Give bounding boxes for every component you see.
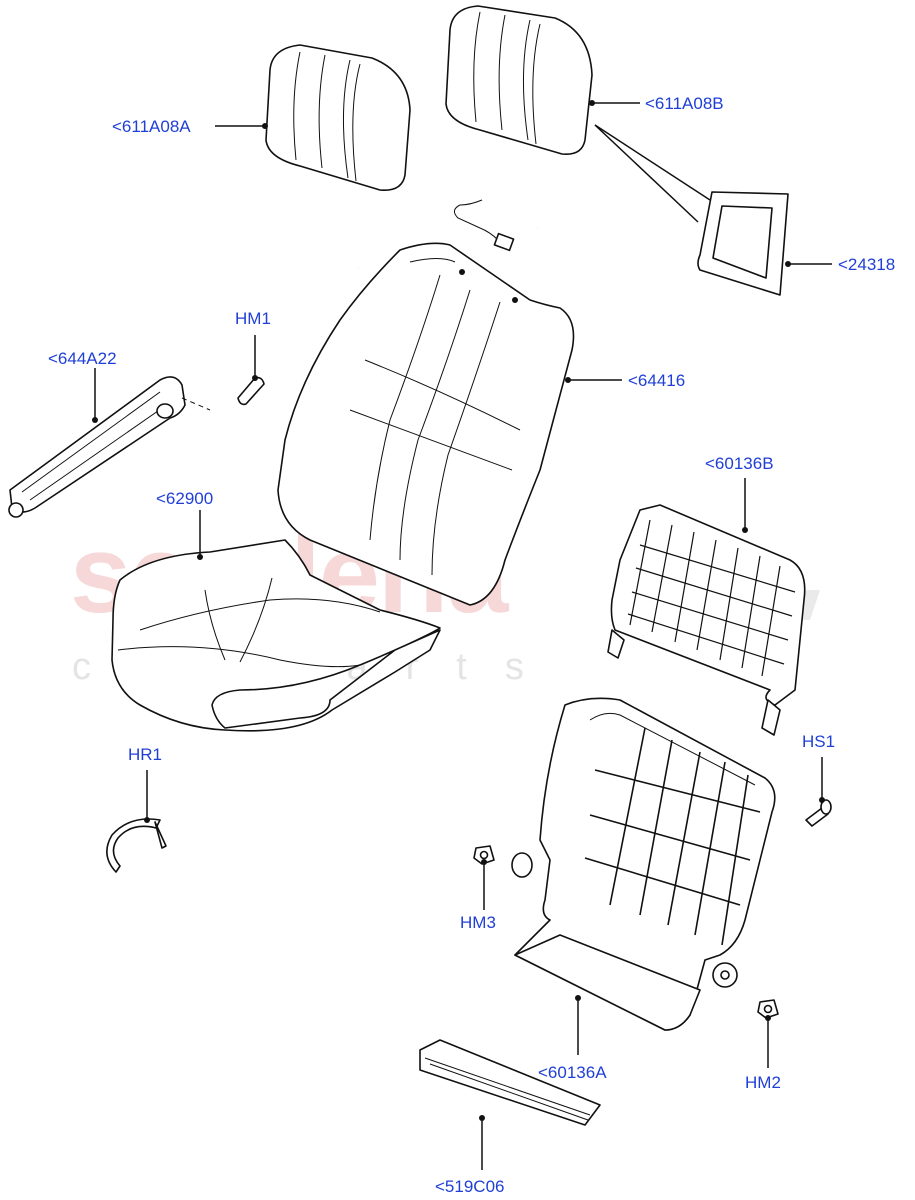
headrest-screen [697,191,789,296]
callout-hm2[interactable]: HM2 [745,1073,781,1092]
callout-hr1[interactable]: HR1 [128,745,163,764]
backrest-cover [277,242,575,606]
callout-519c06[interactable]: <519C06 [435,1177,505,1196]
callout-hs1[interactable]: HS1 [802,732,836,751]
hm3-nut [473,845,495,865]
hs1-screw [805,799,832,827]
headrest-b [445,5,593,252]
callout-62900[interactable]: <62900 [156,489,214,508]
armrest [8,376,211,518]
callout-611a08b[interactable]: <611A08B [645,94,724,113]
callout-64416[interactable]: <64416 [628,371,686,390]
leader-lines [92,100,832,1170]
callout-24318[interactable]: <24318 [838,255,896,274]
seat-cushion [111,539,441,732]
trim-strip [419,1039,601,1126]
headrest-a [265,44,411,269]
callout-hm1[interactable]: HM1 [235,309,271,328]
callout-611a08a[interactable]: <611A08A [112,117,191,136]
hr1-ring [106,818,167,873]
callout-60136b[interactable]: <60136B [705,454,774,473]
backrest-shell [511,697,776,1031]
backrest-frame [607,504,806,736]
callout-60136a[interactable]: <60136A [538,1063,607,1082]
callout-hm3[interactable]: HM3 [460,913,496,932]
hm1-pin [237,376,265,406]
hm2-nut [757,999,779,1019]
callout-644a22[interactable]: <644A22 [48,349,117,368]
